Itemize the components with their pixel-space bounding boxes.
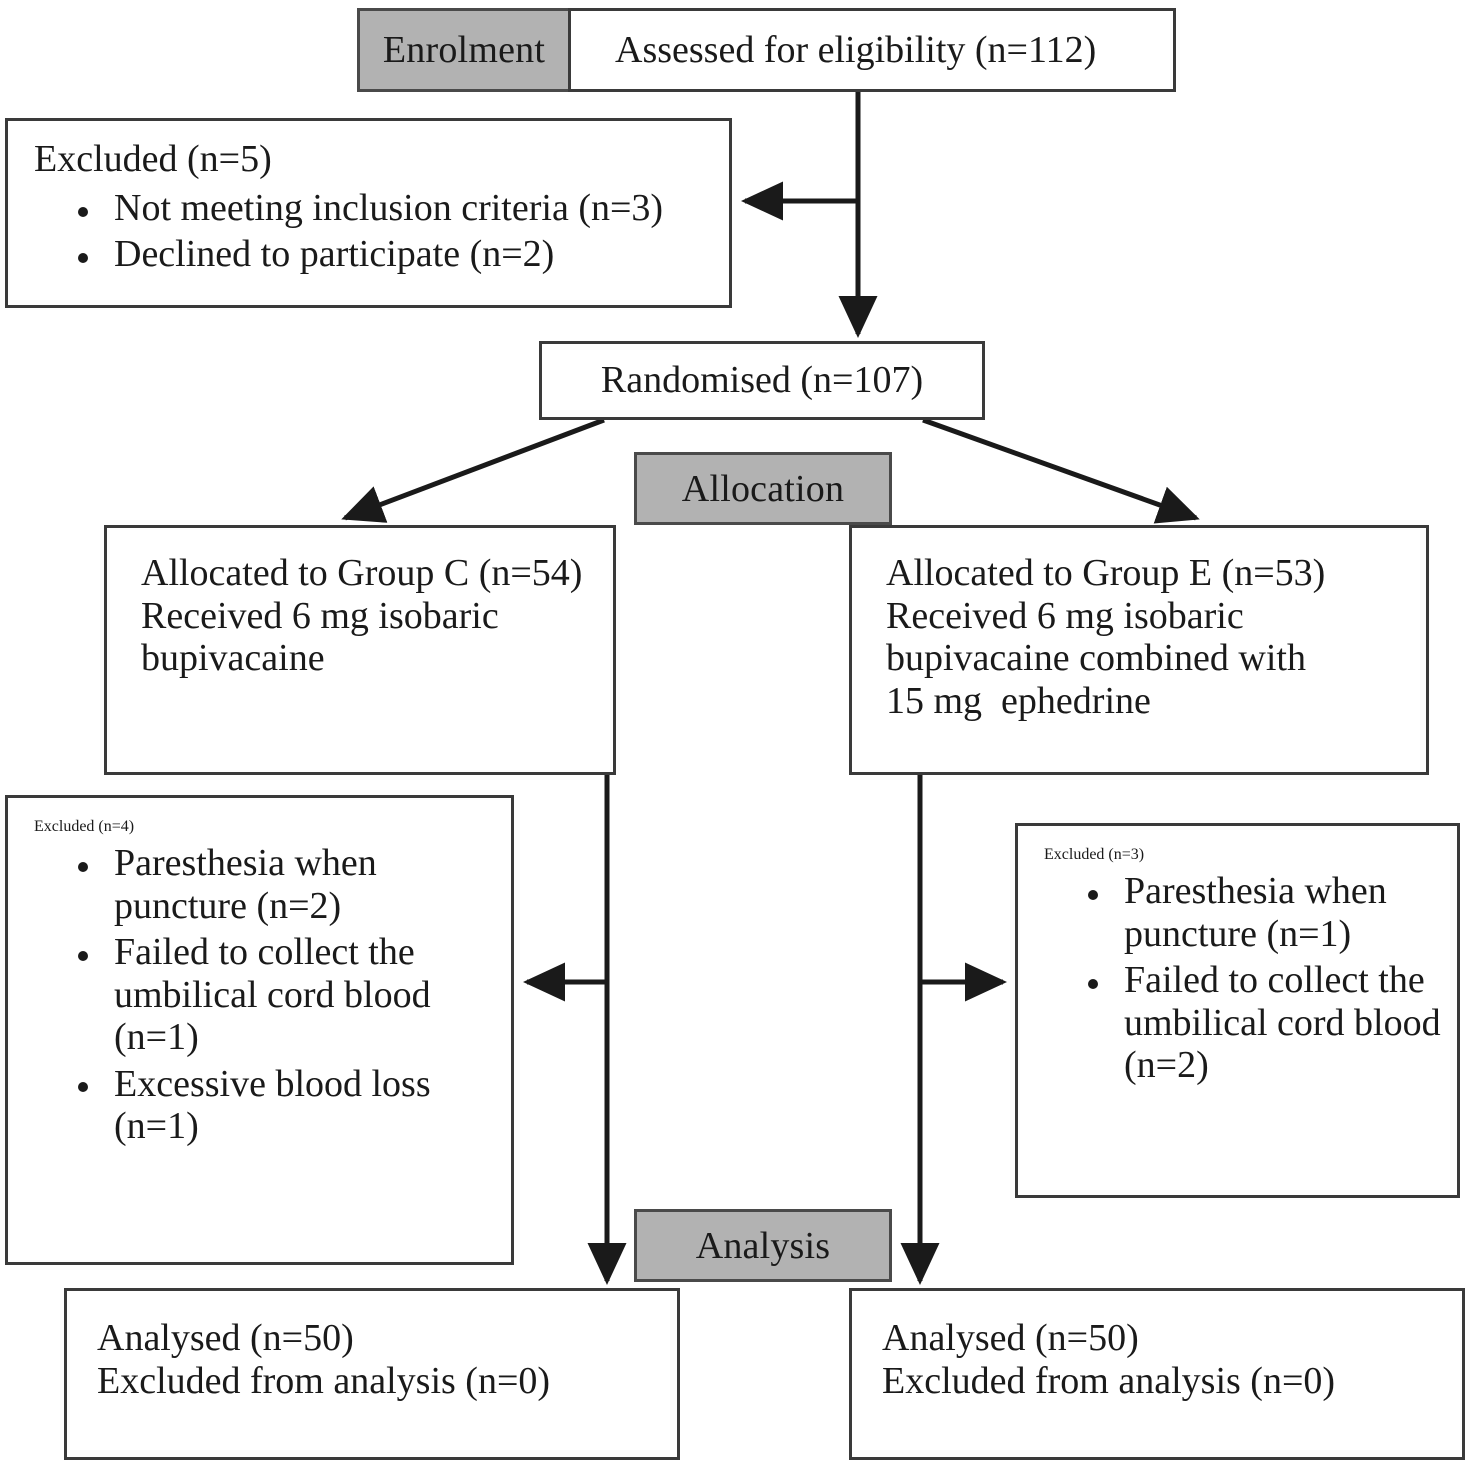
group-e-line2: Received 6 mg isobaric (886, 594, 1244, 637)
stage-label-analysis: Analysis (634, 1209, 892, 1282)
stage-label-enrolment: Enrolment (357, 8, 571, 92)
analysed-left-line2: Excluded from analysis (n=0) (97, 1359, 551, 1402)
stage-label-allocation: Allocation (634, 452, 892, 525)
excluded-group-c-header: Excluded (n=4) (34, 818, 135, 835)
list-item: Failed to collect the umbilical cord blo… (70, 931, 499, 1059)
excluded-enrolment-header: Excluded (n=5) (34, 138, 272, 180)
stage-label-enrolment-text: Enrolment (382, 29, 546, 71)
randomised-text: Randomised (n=107) (600, 359, 924, 402)
group-c-line3: bupivacaine (141, 637, 325, 680)
node-allocated-group-c: Allocated to Group C (n=54) Received 6 m… (104, 525, 616, 775)
node-analysed-group-c: Analysed (n=50) Excluded from analysis (… (64, 1288, 680, 1460)
group-c-line2: Received 6 mg isobaric (141, 594, 499, 637)
list-item: Not meeting inclusion criteria (n=3) (70, 187, 713, 230)
analysed-left-line1: Analysed (n=50) (97, 1317, 354, 1359)
group-e-line3: bupivacaine combined with (886, 637, 1306, 680)
stage-label-allocation-text: Allocation (681, 467, 845, 510)
edge-randomised-to-group-e (922, 417, 1200, 524)
list-item: Failed to collect the umbilical cord blo… (1080, 959, 1445, 1087)
edge-randomised-to-group-c (341, 417, 605, 523)
node-excluded-group-e: Excluded (n=3) Paresthesia when puncture… (1015, 823, 1460, 1198)
list-item: Excessive blood loss (n=1) (70, 1063, 499, 1148)
assessed-text: Assessed for eligibility (n=112) (615, 28, 1097, 71)
group-e-line4: 15 mg ephedrine (886, 679, 1151, 722)
node-excluded-group-c: Excluded (n=4) Paresthesia when puncture… (5, 795, 514, 1265)
node-analysed-group-e: Analysed (n=50) Excluded from analysis (… (849, 1288, 1465, 1460)
stage-label-analysis-text: Analysis (695, 1224, 831, 1267)
node-allocated-group-e: Allocated to Group E (n=53) Received 6 m… (849, 525, 1429, 775)
list-item: Paresthesia when puncture (n=1) (1080, 870, 1445, 955)
analysed-right-line2: Excluded from analysis (n=0) (882, 1359, 1336, 1402)
analysed-right-line1: Analysed (n=50) (882, 1317, 1139, 1359)
excluded-group-c-reason-list: Paresthesia when puncture (n=2) Failed t… (34, 842, 499, 1148)
excluded-group-e-header: Excluded (n=3) (1044, 846, 1145, 863)
excluded-group-e-reason-list: Paresthesia when puncture (n=1) Failed t… (1044, 870, 1445, 1087)
group-c-line1: Allocated to Group C (n=54) (141, 552, 583, 594)
node-randomised: Randomised (n=107) (539, 341, 985, 420)
list-item: Declined to participate (n=2) (70, 233, 713, 276)
group-e-line1: Allocated to Group E (n=53) (886, 552, 1326, 594)
excluded-enrolment-reason-list: Not meeting inclusion criteria (n=3) Dec… (34, 187, 713, 276)
list-item: Paresthesia when puncture (n=2) (70, 842, 499, 927)
node-assessed-for-eligibility: Assessed for eligibility (n=112) (568, 8, 1176, 92)
node-excluded-enrolment: Excluded (n=5) Not meeting inclusion cri… (5, 118, 732, 308)
